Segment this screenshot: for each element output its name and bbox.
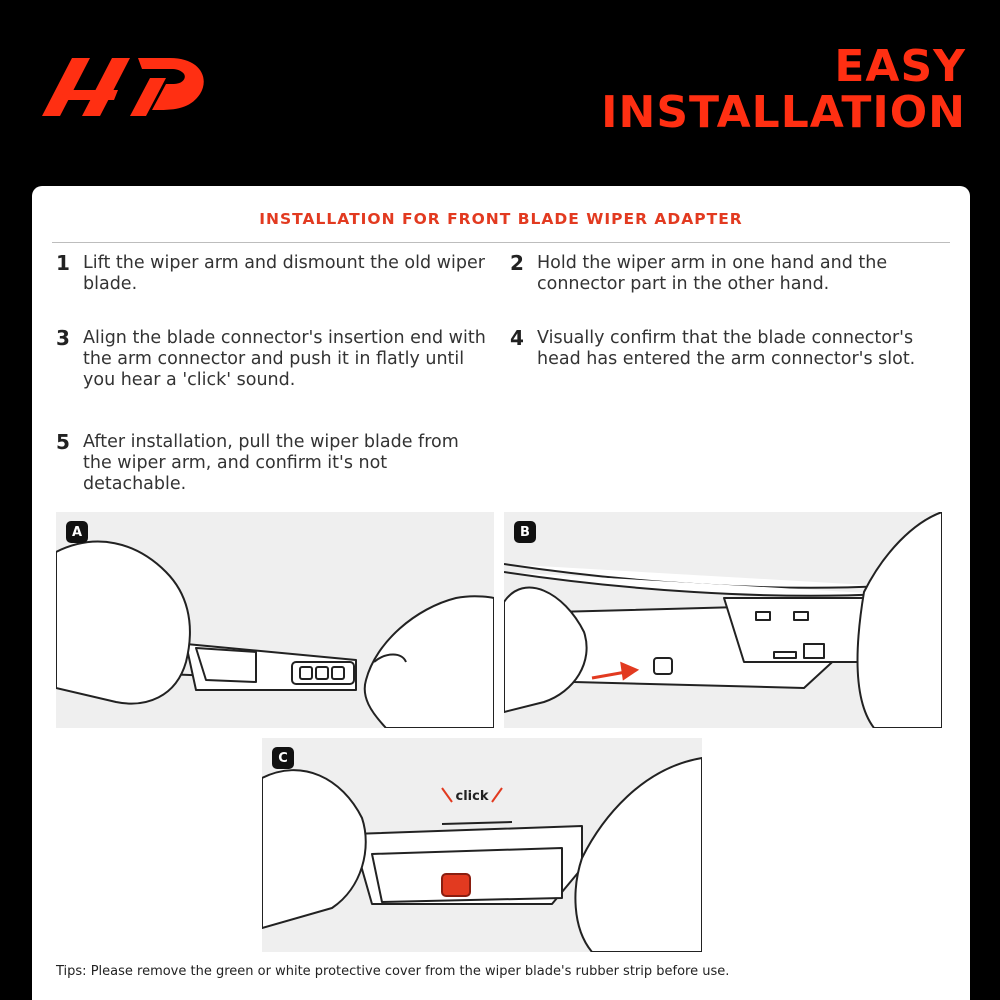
- divider: [52, 242, 950, 243]
- step-text: Lift the wiper arm and dismount the old …: [83, 253, 485, 294]
- step-number: 2: [510, 251, 524, 275]
- step-text: Hold the wiper arm in one hand and the c…: [537, 253, 888, 294]
- panel-badge: A: [66, 521, 88, 543]
- click-label: click: [456, 789, 489, 804]
- panel-badge: B: [514, 521, 536, 543]
- ap-logo-icon: [42, 58, 204, 116]
- step-1: 1 Lift the wiper arm and dismount the ol…: [56, 253, 486, 295]
- connector-slot-arrow-illustration: [504, 512, 942, 728]
- step-2: 2 Hold the wiper arm in one hand and the…: [510, 253, 940, 295]
- hands-holding-connector-illustration: [56, 540, 494, 728]
- step-text: After installation, pull the wiper blade…: [83, 432, 459, 494]
- card-subtitle: INSTALLATION FOR FRONT BLADE WIPER ADAPT…: [259, 210, 743, 228]
- step-text: Visually confirm that the blade connecto…: [537, 328, 916, 369]
- step-4: 4 Visually confirm that the blade connec…: [510, 328, 940, 370]
- tips-text: Tips: Please remove the green or white p…: [56, 964, 730, 979]
- step-number: 4: [510, 326, 524, 350]
- page-title: EASY INSTALLATION: [601, 44, 966, 136]
- illustration-panel-b: B: [504, 512, 942, 728]
- illustration-panel-a: A: [56, 512, 494, 728]
- step-number: 3: [56, 326, 70, 350]
- panel-badge: C: [272, 747, 294, 769]
- instruction-card: INSTALLATION FOR FRONT BLADE WIPER ADAPT…: [32, 186, 970, 1000]
- illustration-panel-c: click C: [262, 738, 702, 952]
- step-number: 1: [56, 251, 70, 275]
- title-line-1: EASY: [834, 41, 966, 92]
- step-5: 5 After installation, pull the wiper bla…: [56, 432, 486, 495]
- title-line-2: INSTALLATION: [601, 87, 966, 138]
- step-text: Align the blade connector's insertion en…: [83, 328, 486, 390]
- connector-click-illustration: click: [262, 757, 702, 952]
- step-3: 3 Align the blade connector's insertion …: [56, 328, 486, 391]
- step-number: 5: [56, 430, 70, 454]
